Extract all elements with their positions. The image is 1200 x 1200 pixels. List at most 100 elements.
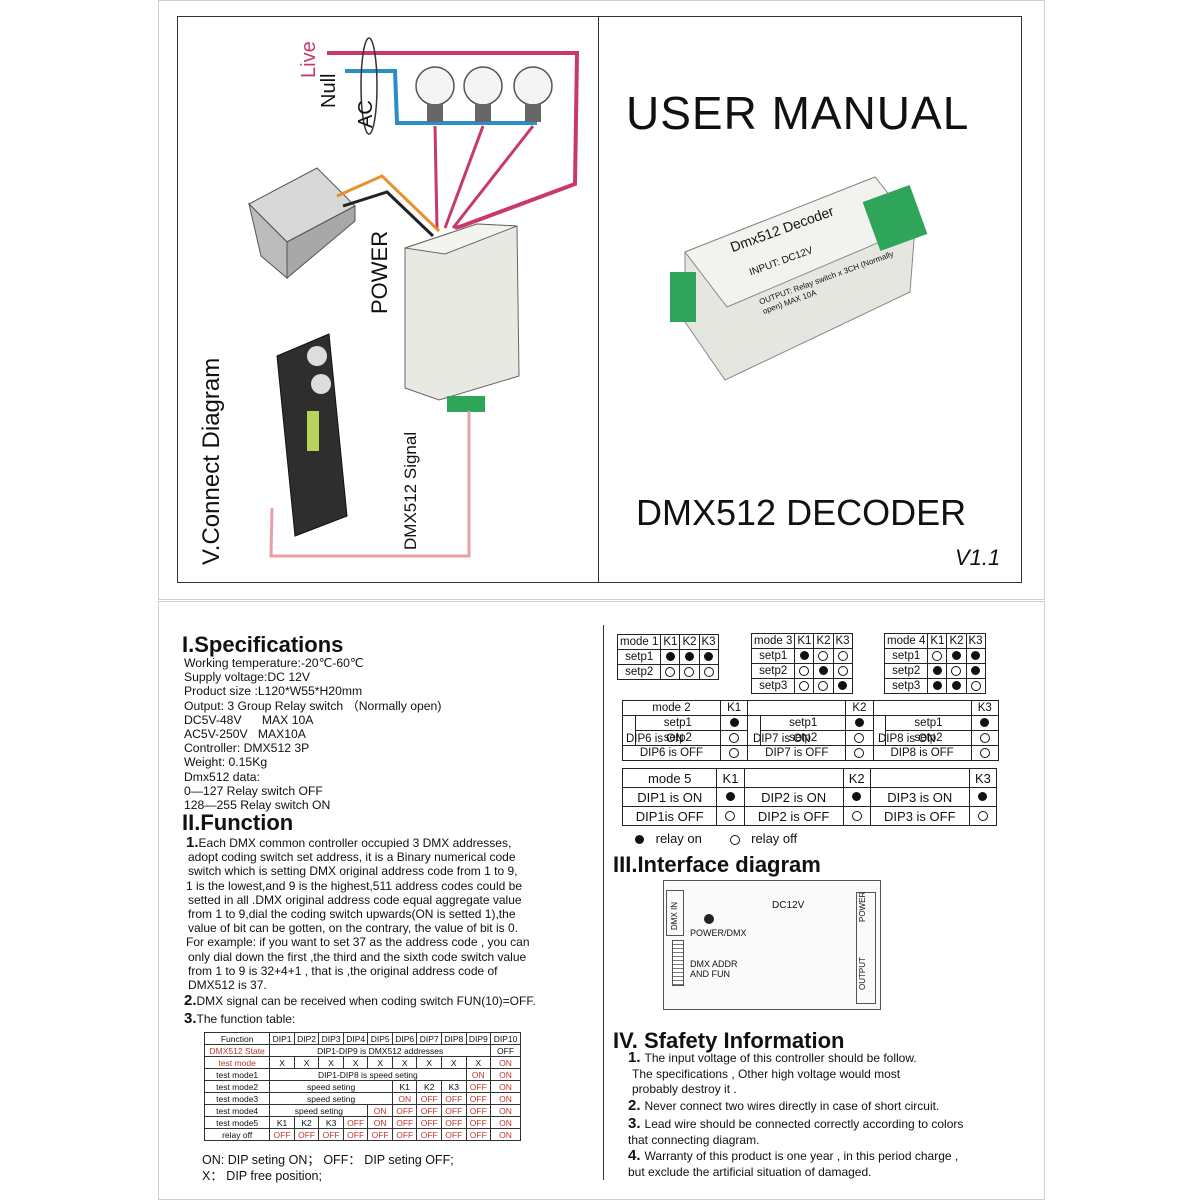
table-row: setp1 <box>750 648 853 664</box>
table-cell: setp1 <box>634 715 721 731</box>
table-cell: K1 <box>719 700 749 716</box>
ac-label: AC <box>355 100 377 128</box>
table-cell: ON <box>465 1068 492 1081</box>
table-cell: X <box>416 1056 442 1069</box>
table-cell: OFF <box>391 1104 418 1117</box>
table-cell: setp2 <box>883 663 929 679</box>
table-cell: X <box>367 1056 393 1069</box>
spec-line: 0—127 Relay switch OFF <box>184 783 323 798</box>
table-cell: setp2 <box>750 663 796 679</box>
connect-diagram-heading: V.Connect Diagram <box>198 357 225 565</box>
relay-off-icon <box>854 747 865 758</box>
relay-off-icon <box>854 732 865 743</box>
table-header-cell: DIP2 <box>293 1032 320 1045</box>
spec-line: Output: 3 Group Relay switch （Normally o… <box>184 698 442 713</box>
table-cell: OFF <box>465 1092 492 1105</box>
table-cell: X <box>269 1056 295 1069</box>
table-row: setp3 <box>750 678 853 694</box>
bulb-2-icon <box>463 66 503 122</box>
table-header-cell: Function <box>203 1032 271 1045</box>
safety-number: 3. <box>628 1115 641 1132</box>
safety-line: Never connect two wires directly in case… <box>644 1099 940 1113</box>
table-cell: setp1 <box>616 649 662 665</box>
relay-on-icon <box>704 652 714 662</box>
table-cell: DMX512 State <box>203 1044 271 1057</box>
safety-number: 4. <box>628 1147 641 1164</box>
dmx-controller-icon <box>276 333 348 537</box>
table-cell: relay off <box>203 1128 271 1141</box>
decoder-box-icon <box>404 223 520 412</box>
relay-off-icon <box>729 747 740 758</box>
function-heading: II.Function <box>182 810 294 835</box>
table-cell: K2 <box>679 634 700 650</box>
table-note-1: ON: DIP seting ON； OFF： DIP seting OFF; <box>202 1153 454 1167</box>
table-cell: ON <box>490 1104 521 1117</box>
bulb-3-icon <box>513 66 553 122</box>
table-cell: setp1 <box>760 715 847 731</box>
decoder-photo <box>670 176 928 381</box>
spec-line: DC5V-48V MAX 10A <box>184 712 314 727</box>
table-cell: K2 <box>813 633 834 649</box>
table-row: setp3 <box>883 678 986 694</box>
table-cell: test mode3 <box>203 1092 271 1105</box>
interface-diagram <box>663 880 881 1010</box>
table-cell: OFF <box>490 1044 521 1057</box>
table-cell: mode 2 <box>622 700 721 716</box>
table-row: test mode2 speed seting K1 K2 K3 OFF ON <box>203 1080 521 1093</box>
table-cell: OFF <box>391 1128 418 1141</box>
safety-line: Warranty of this product is one year , i… <box>644 1149 959 1163</box>
table-cell: mode 5 <box>621 768 718 788</box>
safety-item-2: 2.Never connect two wires directly in ca… <box>628 1098 939 1115</box>
table-cell: K3 <box>832 633 853 649</box>
table-cell: mode 4 <box>883 633 929 649</box>
table-cell: DIP7 is OFF <box>747 745 847 761</box>
p1-number: 1. <box>186 834 199 851</box>
relay-off-icon <box>970 680 981 691</box>
output-pin-label: OUTPUT <box>858 957 867 990</box>
p1-line: Each DMX common controller occupied 3 DM… <box>198 836 512 850</box>
table-cell: OFF <box>367 1128 393 1141</box>
relay-on-icon <box>971 651 981 661</box>
p2-number: 2. <box>184 992 197 1009</box>
table-cell: OFF <box>416 1092 442 1105</box>
function-p1: 1.Each DMX common controller occupied 3 … <box>186 834 530 992</box>
spec-line: Product size :L120*W55*H20mm <box>184 684 363 699</box>
relay-off-icon <box>818 680 829 691</box>
table-cell: X <box>465 1056 492 1069</box>
table-cell: K3 <box>970 700 1000 716</box>
table-cell: X <box>342 1056 369 1069</box>
relay-on-icon <box>980 718 990 728</box>
table-cell: ON <box>490 1080 521 1093</box>
power-dmx-led-icon <box>704 914 714 924</box>
relay-off-icon <box>729 732 740 743</box>
table-cell: K1 <box>269 1116 295 1129</box>
relay-on-icon <box>635 835 644 845</box>
table-cell: test mode2 <box>203 1080 271 1093</box>
table-cell: speed seting <box>269 1092 393 1105</box>
table-cell: test mode1 <box>203 1068 271 1081</box>
safety-line: that connecting diagram. <box>628 1132 760 1147</box>
relay-on-icon <box>665 652 675 662</box>
relay-on-icon <box>932 666 942 676</box>
connect-diagram <box>248 37 580 558</box>
safety-line: probably destroy it . <box>632 1082 737 1096</box>
relay-on-icon <box>838 681 848 691</box>
table-row: setp1 <box>616 649 719 665</box>
relay-off-icon <box>979 732 990 743</box>
table-cell: ON <box>367 1116 393 1129</box>
table-cell: ON <box>490 1068 521 1081</box>
addr-label-1: DMX ADDR <box>690 959 738 969</box>
table-header-cell: DIP6 <box>391 1032 418 1045</box>
table-cell: X <box>318 1056 344 1069</box>
table-cell: OFF <box>441 1128 467 1141</box>
table-cell: K3 <box>441 1080 467 1093</box>
table-cell: DIP1is OFF <box>621 806 718 826</box>
table-row: setp2 <box>883 663 986 679</box>
null-label: Null <box>318 73 340 108</box>
manual-divider <box>603 625 604 1180</box>
safety-item-3: 3.Lead wire should be connected correctl… <box>628 1116 963 1148</box>
table-row: setp2 setp2 setp2 <box>623 730 1000 746</box>
